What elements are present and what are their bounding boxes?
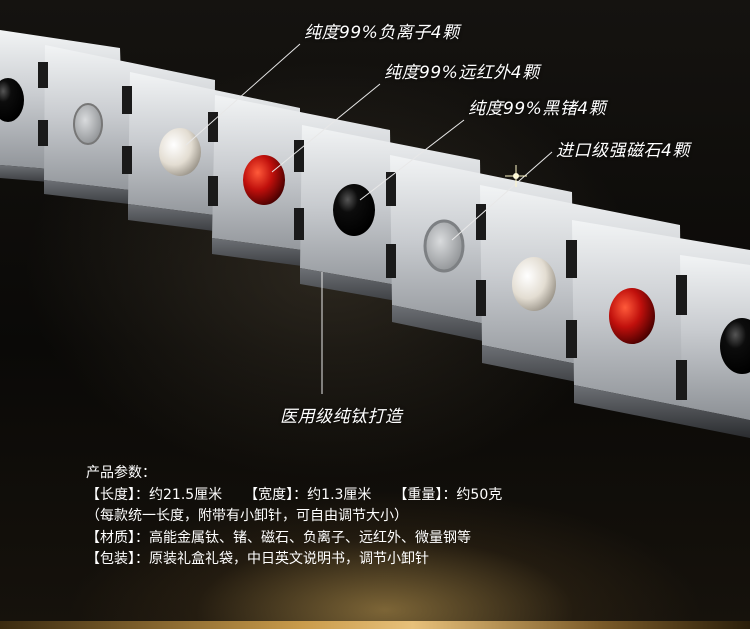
package-value: ：原装礼盒礼袋，中日英文说明书，调节小卸针 bbox=[135, 551, 429, 567]
length-value: ：约21.5厘米 bbox=[135, 486, 223, 503]
params-material-row: 【材质】：高能金属钛、锗、磁石、负离子、远红外、微量钢等 bbox=[86, 528, 502, 550]
weight-label: 【重量】 bbox=[393, 486, 443, 503]
width-value: ：约1.3厘米 bbox=[293, 486, 372, 503]
params-size-row: 【长度】：约21.5厘米 【宽度】：约1.3厘米 【重量】：约50克 bbox=[86, 485, 502, 507]
gold-floor-strip bbox=[0, 621, 750, 629]
callout-germanium: 纯度99%黑锗4颗 bbox=[468, 99, 607, 119]
link-joints bbox=[38, 62, 687, 400]
width-label: 【宽度】 bbox=[244, 486, 294, 503]
callout-lines bbox=[185, 43, 553, 394]
material-label: 【材质】 bbox=[86, 529, 135, 546]
bracelet-stones bbox=[0, 78, 750, 374]
bracelet-links bbox=[0, 30, 750, 438]
params-heading: 产品参数： bbox=[86, 465, 156, 481]
params-package-row: 【包装】：原装礼盒礼袋，中日英文说明书，调节小卸针 bbox=[86, 549, 502, 571]
callout-far-infrared: 纯度99%远红外4颗 bbox=[384, 63, 540, 83]
product-params: 产品参数： 【长度】：约21.5厘米 【宽度】：约1.3厘米 【重量】：约50克 （… bbox=[86, 463, 502, 571]
callout-magnet: 进口级强磁石4颗 bbox=[556, 141, 690, 161]
length-label: 【长度】 bbox=[86, 486, 135, 503]
callout-titanium: 医用级纯钛打造 bbox=[280, 407, 403, 427]
params-note: （每款统一长度，附带有小卸针，可自由调节大小） bbox=[86, 508, 408, 524]
sparkle bbox=[505, 165, 527, 187]
material-value: ：高能金属钛、锗、磁石、负离子、远红外、微量钢等 bbox=[135, 529, 471, 546]
package-label: 【包装】 bbox=[86, 551, 135, 567]
callout-negative-ion: 纯度99%负离子4颗 bbox=[304, 23, 460, 43]
weight-value: ：约50克 bbox=[442, 486, 503, 503]
